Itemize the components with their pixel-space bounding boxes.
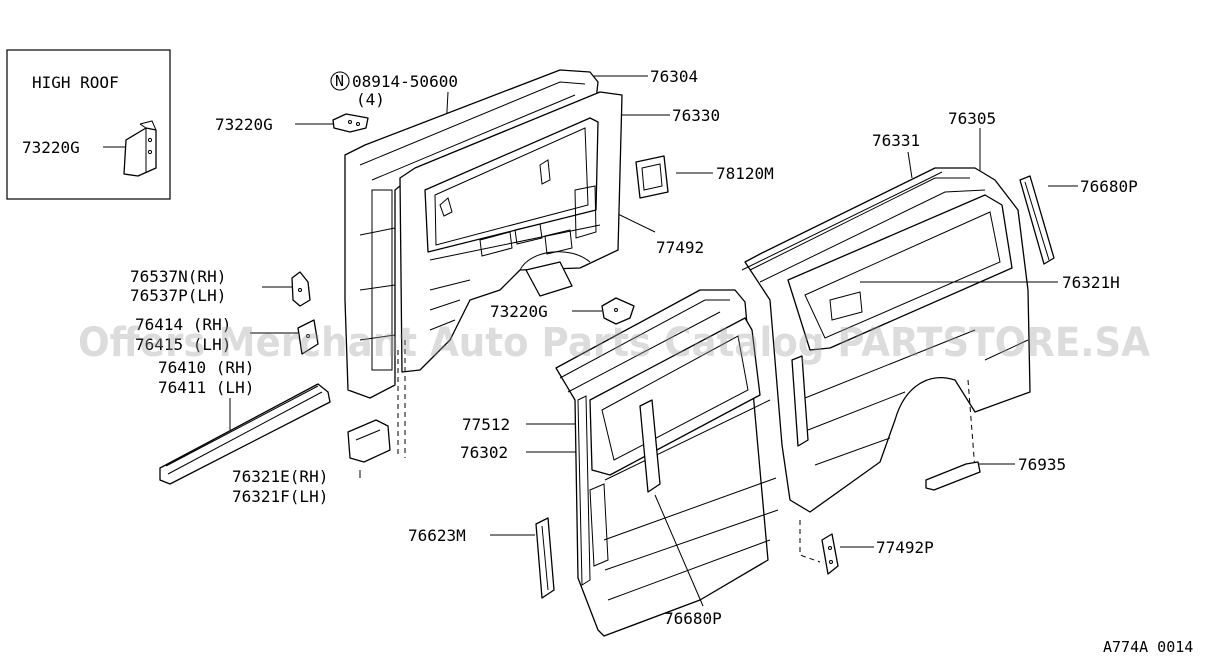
callout-76302: 76302 [460, 443, 508, 462]
bracket-76414-drawing [297, 319, 319, 355]
bolt-part-code: 08914-50600 [352, 72, 458, 91]
trim-78120m-drawing [635, 155, 669, 199]
door-frame-77512-drawing [577, 395, 591, 586]
strip-76935-drawing [925, 461, 981, 491]
bracket-77492p-drawing [821, 533, 839, 575]
molding-76623m-drawing [535, 517, 555, 599]
callout-76321f: 76321F(LH) [232, 487, 328, 506]
inset-bracket-drawing [123, 120, 157, 177]
callout-76321h: 76321H [1062, 273, 1120, 292]
callout-73220g-mid: 73220G [490, 302, 548, 321]
callout-76537p: 76537P(LH) [130, 286, 226, 305]
callout-77492: 77492 [656, 238, 704, 257]
callout-76537n: 76537N(RH) [130, 267, 226, 286]
callout-76623m: 76623M [408, 526, 466, 545]
high-roof-inset: HIGH ROOF 73220G [6, 49, 171, 200]
clip-73220g-mid-drawing [601, 297, 635, 325]
bolt-quantity: (4) [356, 90, 385, 109]
inner-rail-76331-drawing [741, 171, 943, 271]
callout-77512: 77512 [462, 415, 510, 434]
inset-part-label: 73220G [22, 138, 80, 157]
watermark-text: Offers Merchant Auto Parts Catalog PARTS… [78, 320, 1150, 366]
diagram-code: A774A 0014 [1103, 638, 1193, 656]
callout-76935: 76935 [1018, 455, 1066, 474]
callout-76414: 76414 (RH) [135, 315, 231, 334]
bracket-76537-drawing [291, 271, 311, 307]
rear-inner-panel-76330-drawing [399, 91, 623, 373]
callout-77492p: 77492P [876, 538, 934, 557]
sliding-door-panel-76302-drawing [555, 289, 779, 637]
callout-76410: 76410 (RH) [158, 358, 254, 377]
callout-76304: 76304 [650, 67, 698, 86]
callout-76330: 76330 [672, 106, 720, 125]
side-panel-76305-drawing [744, 167, 1031, 513]
callout-76331: 76331 [872, 131, 920, 150]
inset-title: HIGH ROOF [32, 73, 119, 92]
callout-76305: 76305 [948, 109, 996, 128]
clip-73220g-top-drawing [332, 113, 369, 133]
bolt-callout: N 08914-50600 (4) [330, 71, 458, 206]
molding-76680p-drawing [1019, 175, 1055, 265]
callout-76411: 76411 (LH) [158, 378, 254, 397]
bolt-n-symbol: N [335, 72, 344, 90]
callout-76680p-bottom: 76680P [664, 609, 722, 628]
callout-76680p-top: 76680P [1080, 177, 1138, 196]
bracket-76321e-drawing [347, 419, 391, 478]
callout-76321e: 76321E(RH) [232, 467, 328, 486]
callout-78120m: 78120M [716, 164, 774, 183]
callout-76415: 76415 (LH) [135, 335, 231, 354]
callout-73220g-top: 73220G [215, 115, 273, 134]
sill-76410-drawing [159, 383, 331, 485]
